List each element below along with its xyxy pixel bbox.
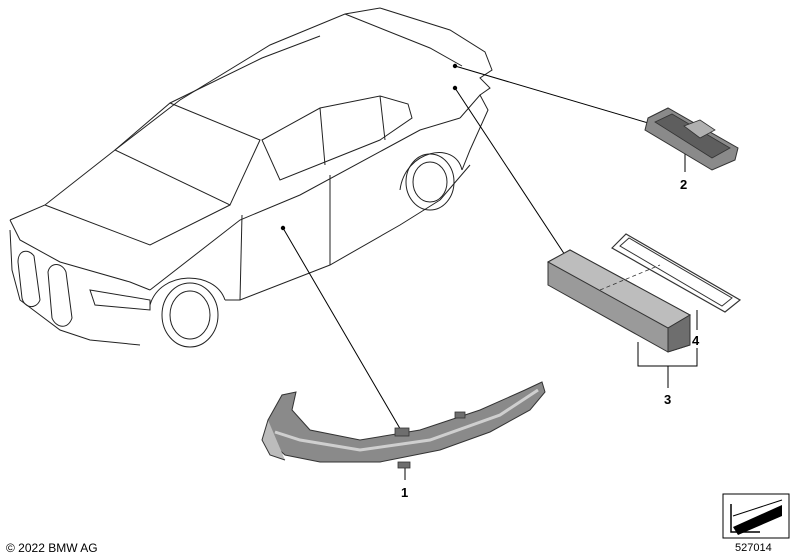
diagram-number: 527014 [735,542,772,554]
part-4-gasket [611,233,742,313]
callout-4: 4 [692,333,700,348]
vehicle-outline [9,7,493,348]
leader-line-1 [282,227,403,433]
part-2-license-plate-light [644,107,739,171]
callout-3: 3 [664,392,671,407]
leader-lines [280,63,698,480]
copyright-text: © 2022 BMW AG [6,541,98,555]
leader-line-3 [454,87,566,256]
callout-2: 2 [680,177,687,192]
part-3-control-module [546,249,692,353]
part-1-turn-signal-strip [261,381,546,469]
arrow-box-icon[interactable] [722,493,790,539]
leader-line-2 [454,65,656,126]
callout-1: 1 [401,485,408,500]
